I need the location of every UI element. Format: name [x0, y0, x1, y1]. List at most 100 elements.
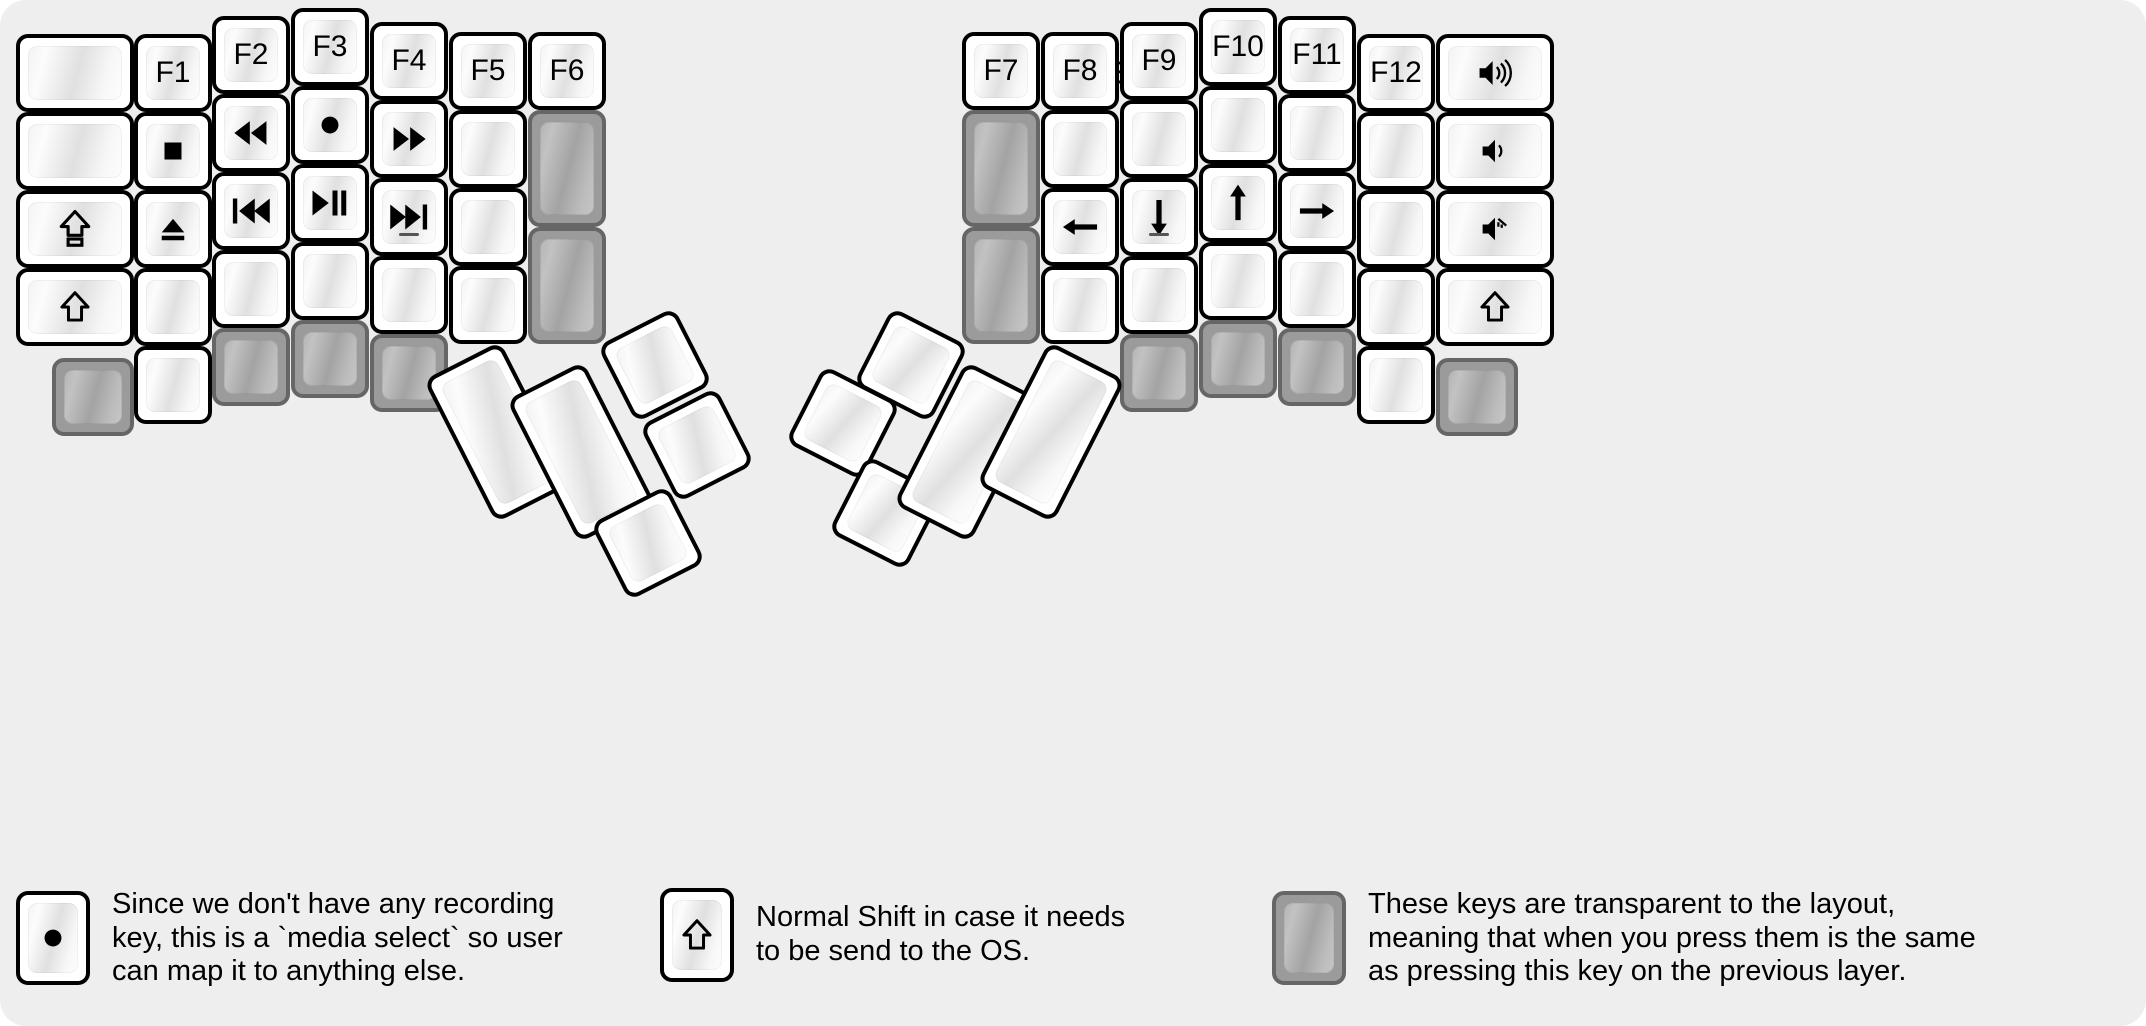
key-label: F6 [549, 54, 585, 87]
legend-text-line: Since we don't have any recording [112, 888, 555, 920]
legend-transparent: These keys are transparent to the layout… [1272, 888, 1976, 989]
key-blank[interactable] [449, 188, 527, 266]
key-transparent[interactable] [528, 227, 606, 344]
key-label: F7 [983, 54, 1019, 87]
key-media-prev-track[interactable] [212, 172, 290, 250]
key-f5[interactable]: F5 [449, 32, 527, 110]
key-media-play-pause[interactable] [291, 164, 369, 242]
keycap-surface [28, 46, 122, 100]
keycap-surface [869, 323, 953, 407]
key-f10[interactable]: F10 [1199, 8, 1277, 86]
key-blank[interactable] [449, 266, 527, 344]
key-f8[interactable]: F8 [1041, 32, 1119, 110]
key-f6[interactable]: F6 [528, 32, 606, 110]
key-f4[interactable]: F4 [370, 22, 448, 100]
key-blank[interactable] [1357, 190, 1435, 268]
key-blank[interactable] [1041, 110, 1119, 188]
media-record-icon [312, 107, 348, 143]
key-media-fast-forward[interactable] [370, 100, 448, 178]
key-blank[interactable] [1120, 100, 1198, 178]
key-label: F2 [233, 38, 269, 71]
keycap-surface [28, 124, 122, 178]
key-blank[interactable] [1278, 250, 1356, 328]
keycap-surface: F11 [1290, 28, 1344, 82]
key-f9[interactable]: F9 [1120, 22, 1198, 100]
key-volume-down[interactable] [1436, 112, 1554, 190]
volume-up-icon [1476, 54, 1514, 92]
keycap-surface [1369, 280, 1423, 334]
key-f1[interactable]: F1 [134, 34, 212, 112]
key-media-stop[interactable] [134, 112, 212, 190]
key-blank[interactable] [291, 242, 369, 320]
keycap-surface [303, 332, 357, 386]
key-blank[interactable] [1357, 346, 1435, 424]
key-media-record[interactable] [291, 86, 369, 164]
key-blank[interactable] [370, 256, 448, 334]
caps-lock-icon [55, 209, 95, 249]
key-blank[interactable] [1357, 112, 1435, 190]
key-blank[interactable] [1041, 266, 1119, 344]
key-transparent[interactable] [1199, 320, 1277, 398]
keycap-surface [1053, 278, 1107, 332]
key-media-eject[interactable] [134, 190, 212, 268]
legend-transparent-key-sample [1272, 891, 1346, 986]
key-transparent[interactable] [212, 328, 290, 406]
key-f7[interactable]: F7 [962, 32, 1040, 110]
key-transparent[interactable] [1120, 334, 1198, 412]
key-blank[interactable] [1357, 268, 1435, 346]
key-blank[interactable] [1278, 94, 1356, 172]
keycap-surface: F9 [1132, 34, 1186, 88]
legend-text-line: key, this is a `media select` so user [112, 921, 563, 954]
key-shift[interactable] [1436, 268, 1554, 346]
key-blank[interactable] [1120, 256, 1198, 334]
keycap-surface [974, 122, 1028, 215]
key-arrow-down[interactable] [1120, 178, 1198, 256]
key-arrow-right[interactable] [1278, 172, 1356, 250]
key-blank[interactable] [212, 250, 290, 328]
media-fast-forward-icon [390, 120, 428, 158]
key-blank[interactable] [449, 110, 527, 188]
key-blank[interactable] [134, 346, 212, 424]
key-f3[interactable]: F3 [291, 8, 369, 86]
key-transparent[interactable] [1278, 328, 1356, 406]
key-blank[interactable] [134, 268, 212, 346]
key-label: F1 [155, 56, 191, 89]
keycap-surface [224, 262, 278, 316]
legend-media-select-key-sample [16, 891, 90, 986]
key-f11[interactable]: F11 [1278, 16, 1356, 94]
key-label: F5 [470, 54, 506, 87]
key-transparent[interactable] [52, 358, 134, 436]
key-volume-mute[interactable] [1436, 190, 1554, 268]
keycap-surface: F7 [974, 44, 1028, 98]
key-transparent[interactable] [528, 110, 606, 227]
keycap-surface [1369, 202, 1423, 256]
key-volume-up[interactable] [1436, 34, 1554, 112]
key-caps-lock[interactable] [16, 190, 134, 268]
keycap-surface: F5 [461, 44, 515, 98]
key-blank[interactable] [16, 112, 134, 190]
key-media-rewind[interactable] [212, 94, 290, 172]
keycap-surface [1211, 98, 1265, 152]
key-blank[interactable] [16, 34, 134, 112]
shift-icon [56, 288, 94, 326]
keycap-surface [224, 184, 278, 238]
key-blank[interactable] [1199, 242, 1277, 320]
key-transparent[interactable] [1436, 358, 1518, 436]
keycap-surface [1211, 254, 1265, 308]
key-transparent[interactable] [962, 227, 1040, 344]
key-f2[interactable]: F2 [212, 16, 290, 94]
keycap-surface [28, 202, 122, 256]
key-shift[interactable] [16, 268, 134, 346]
key-arrow-left[interactable] [1041, 188, 1119, 266]
key-blank[interactable] [1199, 86, 1277, 164]
key-transparent[interactable] [962, 110, 1040, 227]
keycap-surface [1448, 280, 1542, 334]
keycap-surface [1053, 122, 1107, 176]
key-transparent[interactable] [291, 320, 369, 398]
key-arrow-up[interactable] [1199, 164, 1277, 242]
key-media-next-track[interactable] [370, 178, 448, 256]
key-f12[interactable]: F12 [1357, 34, 1435, 112]
keycap-surface [64, 370, 122, 424]
legend-text-line: Normal Shift in case it needs [756, 901, 1126, 934]
